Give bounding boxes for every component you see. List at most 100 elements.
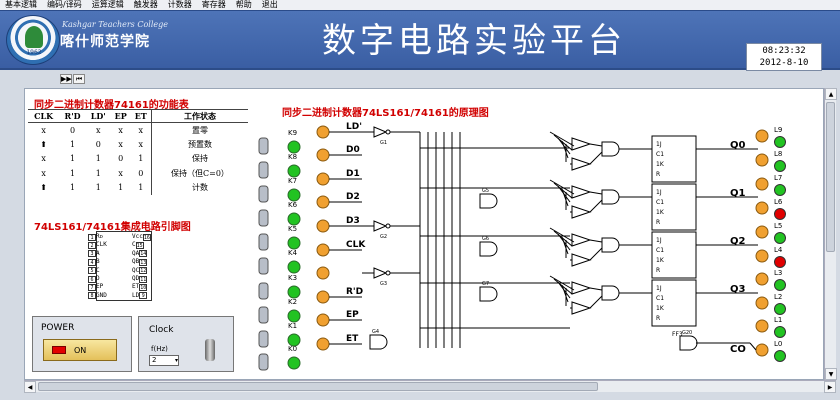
output-terminal[interactable] bbox=[755, 249, 769, 263]
toggle-switch[interactable] bbox=[258, 185, 269, 203]
ff-pin-label: R bbox=[656, 315, 660, 322]
output-terminal[interactable] bbox=[755, 153, 769, 167]
frequency-select[interactable]: 2▾ bbox=[149, 355, 179, 366]
input-label: D1 bbox=[346, 169, 360, 179]
led-label: L2 bbox=[774, 293, 782, 301]
scroll-up-icon[interactable]: ▲ bbox=[825, 88, 837, 100]
pin-number: 6 bbox=[88, 275, 96, 283]
menu-flip-flop[interactable]: 触发器 bbox=[133, 0, 158, 9]
output-terminal[interactable] bbox=[755, 343, 769, 357]
wire bbox=[549, 227, 575, 243]
input-terminal[interactable] bbox=[316, 219, 330, 233]
vertical-scroll-thumb[interactable] bbox=[826, 102, 835, 252]
table-row: x 1 1 0 1 保持 bbox=[28, 151, 248, 166]
wire bbox=[749, 342, 757, 351]
switch-indicator-lamp bbox=[287, 285, 301, 299]
input-terminal[interactable] bbox=[316, 290, 330, 304]
toggle-switch[interactable] bbox=[258, 306, 269, 324]
power-indicator bbox=[52, 346, 66, 354]
ff-pin-label: R bbox=[656, 171, 660, 178]
ic-pin-left: 7 EP bbox=[88, 283, 103, 291]
input-terminal[interactable] bbox=[316, 243, 330, 257]
toggle-switch[interactable] bbox=[258, 161, 269, 179]
ic-pin-right: Vcc 16 bbox=[132, 233, 151, 241]
vertical-scrollbar[interactable]: ▲ ▼ bbox=[824, 88, 837, 380]
ic-pin-left: 2 CLK bbox=[88, 241, 107, 249]
input-terminal[interactable] bbox=[316, 125, 330, 139]
toggle-switch[interactable] bbox=[258, 137, 269, 155]
menu-help[interactable]: 帮助 bbox=[235, 0, 252, 9]
output-label: Q2 bbox=[730, 236, 746, 247]
input-terminal[interactable] bbox=[316, 172, 330, 186]
led-indicator bbox=[774, 326, 786, 338]
table-cell: x bbox=[41, 154, 46, 164]
pin-label: A bbox=[96, 249, 100, 257]
horizontal-scrollbar[interactable]: ◀ ▶ bbox=[24, 380, 836, 393]
scroll-right-icon[interactable]: ▶ bbox=[824, 381, 836, 393]
wire bbox=[589, 199, 603, 213]
pinout-title: 74LS161/74161集成电路引脚图 bbox=[34, 222, 191, 233]
output-terminal[interactable] bbox=[755, 201, 769, 215]
frequency-label: f(Hz) bbox=[151, 345, 168, 353]
rewind-button[interactable]: ⏮ bbox=[73, 74, 85, 84]
output-terminal[interactable] bbox=[755, 296, 769, 310]
switch-indicator-lamp bbox=[287, 356, 301, 370]
menu-exit[interactable]: 退出 bbox=[261, 0, 278, 9]
wire bbox=[589, 287, 603, 291]
college-name-cn: 喀什师范学院 bbox=[60, 34, 150, 50]
schematic-title: 同步二进制计数器74LS161/74161的原理图 bbox=[282, 108, 489, 119]
col-clk: CLK bbox=[28, 109, 60, 123]
input-terminal[interactable] bbox=[316, 148, 330, 162]
output-terminal[interactable] bbox=[755, 272, 769, 286]
input-terminal[interactable] bbox=[316, 195, 330, 209]
table-cell: 1 bbox=[138, 183, 144, 193]
toggle-switch[interactable] bbox=[258, 209, 269, 227]
table-cell: x bbox=[118, 139, 123, 149]
led-label: L9 bbox=[774, 126, 782, 134]
menu-basic-logic[interactable]: 基本逻辑 bbox=[5, 0, 37, 9]
menu-counter[interactable]: 计数器 bbox=[167, 0, 192, 9]
ic-pin-right: ET 10 bbox=[132, 283, 148, 291]
scroll-down-icon[interactable]: ▼ bbox=[825, 368, 837, 380]
table-cell: 0 bbox=[95, 139, 101, 149]
output-terminal[interactable] bbox=[755, 319, 769, 333]
output-terminal[interactable] bbox=[755, 177, 769, 191]
pin-label: QC bbox=[132, 266, 140, 274]
ic-pin-left: 4 B bbox=[88, 258, 100, 266]
table-cell: 0 bbox=[138, 168, 144, 178]
toggle-switch[interactable] bbox=[258, 330, 269, 348]
toggle-switch[interactable] bbox=[258, 282, 269, 300]
function-table: CLK R'D LD' EP ET 工作状态 x 0 x x x 置零 ⬆ 1 … bbox=[28, 109, 248, 195]
input-label: R'D bbox=[346, 287, 363, 297]
function-table-header: CLK R'D LD' EP ET 工作状态 bbox=[28, 109, 248, 123]
ff-pin-label: 1K bbox=[656, 161, 665, 168]
run-button[interactable]: ▶▶ bbox=[60, 74, 72, 84]
table-cell: x bbox=[41, 168, 46, 178]
toggle-switch[interactable] bbox=[258, 233, 269, 251]
output-terminal[interactable] bbox=[755, 129, 769, 143]
frequency-value: 2 bbox=[152, 356, 157, 364]
menu-arithmetic-logic[interactable]: 运算逻辑 bbox=[91, 0, 124, 9]
switch-label: K3 bbox=[288, 274, 297, 282]
menu-bar: 基本逻辑 编码/译码 运算逻辑 触发器 计数器 寄存器 帮助 退出 bbox=[0, 0, 840, 10]
menu-encoder-decoder[interactable]: 编码/译码 bbox=[47, 0, 82, 9]
scroll-left-icon[interactable]: ◀ bbox=[24, 381, 36, 393]
menu-register[interactable]: 寄存器 bbox=[201, 0, 226, 9]
chevron-down-icon: ▾ bbox=[174, 357, 178, 364]
input-terminal[interactable] bbox=[316, 337, 330, 351]
input-terminal[interactable] bbox=[316, 313, 330, 327]
input-label: ET bbox=[346, 334, 359, 344]
power-state-text: ON bbox=[74, 345, 87, 355]
horizontal-scroll-thumb[interactable] bbox=[38, 382, 598, 391]
toggle-switch[interactable] bbox=[258, 257, 269, 275]
or-gate bbox=[601, 189, 620, 205]
clock-switch[interactable] bbox=[205, 339, 215, 361]
power-button[interactable]: ON bbox=[43, 339, 117, 361]
input-terminal[interactable] bbox=[316, 266, 330, 280]
ff-pin-label: 1J bbox=[656, 189, 662, 196]
pin-label: Rᴅ bbox=[96, 233, 103, 240]
switch-indicator-lamp bbox=[287, 212, 301, 226]
toggle-switch[interactable] bbox=[258, 353, 269, 371]
output-terminal[interactable] bbox=[755, 225, 769, 239]
table-row: ⬆ 1 1 1 1 计数 bbox=[28, 180, 248, 195]
